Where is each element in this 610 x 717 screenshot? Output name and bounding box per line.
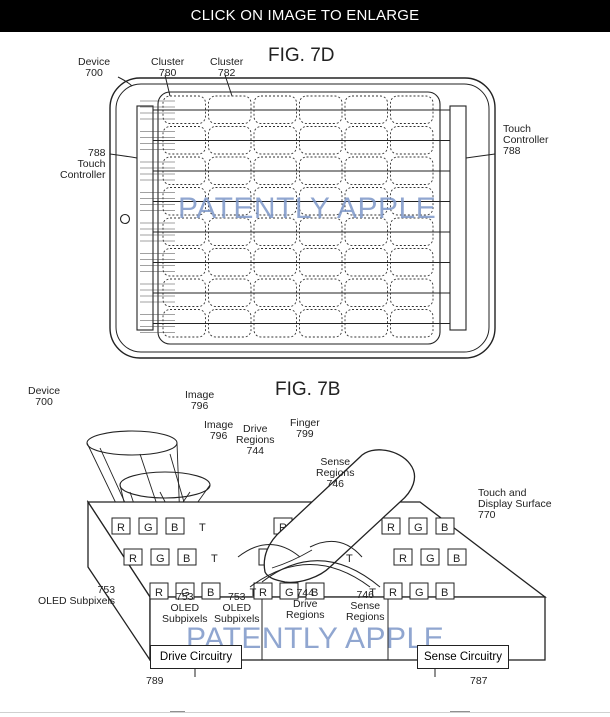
subpixel-cell xyxy=(408,517,428,535)
subpixel-cell xyxy=(447,548,467,566)
subpixel-cell xyxy=(435,517,455,535)
subpixel-letter: R xyxy=(259,587,267,599)
subpixel-cell xyxy=(165,517,185,535)
touch-region-letter: T xyxy=(250,587,257,599)
subpixel-letter: B xyxy=(441,522,448,534)
drive-circuitry-box: Drive Circuitry xyxy=(150,645,242,669)
enlarge-banner[interactable]: CLICK ON IMAGE TO ENLARGE xyxy=(0,0,610,32)
touch-region-letter: T xyxy=(211,553,218,565)
subpixel-letter: R xyxy=(399,553,407,565)
sense-circuitry-num: 787 xyxy=(470,675,488,687)
subpixel-letter: G xyxy=(181,587,190,599)
subpixel-cell xyxy=(305,582,325,600)
subpixel-letter: R xyxy=(117,522,125,534)
subpixel-letter: B xyxy=(207,587,214,599)
subpixel-cell xyxy=(393,548,413,566)
drive-circuitry-num: 789 xyxy=(146,675,164,687)
touch-region-letter: T xyxy=(346,553,353,565)
subpixel-letter: B xyxy=(311,587,318,599)
subpixel-letter: G xyxy=(415,587,424,599)
bottom-rule xyxy=(0,712,610,713)
subpixel-letter: R xyxy=(129,553,137,565)
subpixel-cell xyxy=(420,548,440,566)
subpixel-cell xyxy=(381,517,401,535)
subpixel-letter: B xyxy=(453,553,460,565)
subpixel-cell xyxy=(175,582,195,600)
fig-7b-drawing: RGBRGBRGBTRGBRGBRGBTTRGBRGBRGBTT xyxy=(86,430,547,713)
subpixel-cell xyxy=(253,582,273,600)
subpixel-letter: G xyxy=(156,553,165,565)
subpixel-letter: R xyxy=(155,587,163,599)
subpixel-cell xyxy=(409,582,429,600)
watermark-top: PATENTLY APPLE xyxy=(178,192,437,225)
sense-circuitry-box: Sense Circuitry xyxy=(417,645,509,669)
subpixel-letter: B xyxy=(441,587,448,599)
subpixel-letter: R xyxy=(389,587,397,599)
fig-7d-drawing xyxy=(109,74,496,359)
subpixel-letter: G xyxy=(144,522,153,534)
cluster-grid xyxy=(140,95,450,338)
subpixel-cell xyxy=(279,582,299,600)
subpixel-cell xyxy=(435,582,455,600)
subpixel-cell xyxy=(150,548,170,566)
fig-7d-title: FIG. 7D xyxy=(268,45,335,66)
subpixel-letter: R xyxy=(387,522,395,534)
subpixel-cell xyxy=(383,582,403,600)
subpixel-letter: G xyxy=(285,587,294,599)
subpixel-cell xyxy=(111,517,131,535)
touch-region-letter: T xyxy=(199,522,206,534)
subpixel-letter: B xyxy=(171,522,178,534)
touch-region-letter: T xyxy=(369,587,376,599)
subpixel-cell xyxy=(149,582,169,600)
subpixel-cell xyxy=(123,548,143,566)
subpixel-letter: G xyxy=(426,553,435,565)
subpixel-cell xyxy=(201,582,221,600)
subpixel-letter: G xyxy=(414,522,423,534)
subpixel-letter: R xyxy=(279,522,287,534)
fig-7b-title: FIG. 7B xyxy=(275,379,341,400)
subpixel-letter: B xyxy=(183,553,190,565)
subpixel-cell xyxy=(177,548,197,566)
subpixel-cell xyxy=(138,517,158,535)
